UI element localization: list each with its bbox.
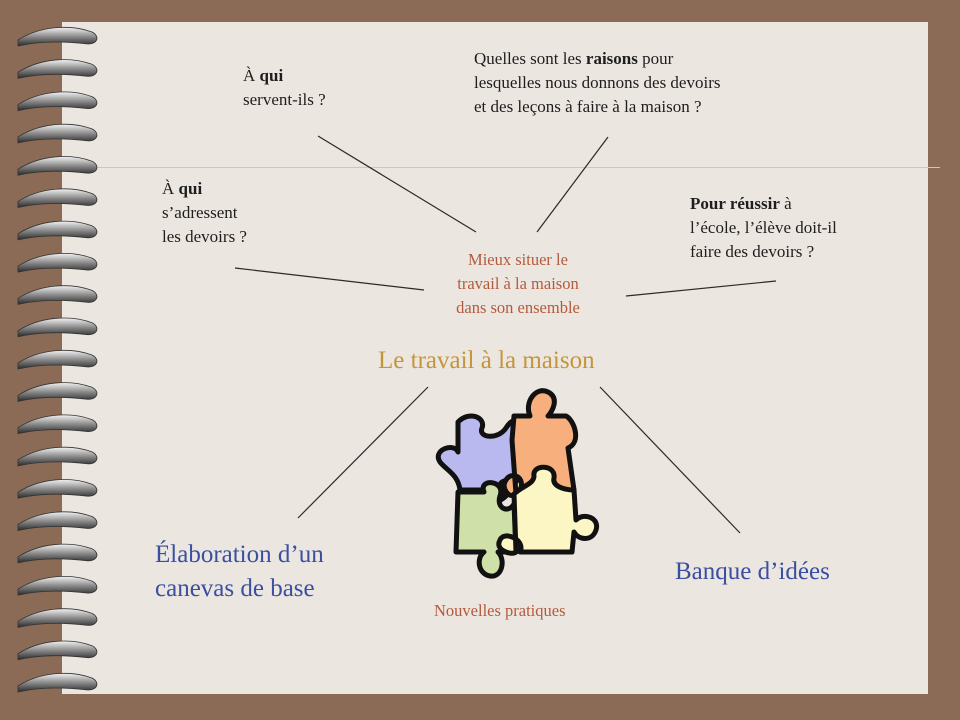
spiral-coil [17, 576, 98, 596]
spiral-coil [17, 123, 98, 144]
question-raisons: Quelles sont les raisons pour lesquelles… [474, 49, 721, 116]
spiral-coil [17, 673, 98, 693]
question-adressent: À qui s’adressent les devoirs ? [162, 179, 247, 246]
spiral-coil [17, 253, 98, 273]
page-rule-line [90, 167, 940, 168]
center-note: Mieux situer le travail à la maison dans… [456, 250, 580, 317]
spiral-coil [17, 414, 98, 435]
spiral-coil [17, 220, 98, 241]
branch-banque: Banque d’idées [675, 558, 830, 585]
central-title: Le travail à la maison [378, 347, 595, 374]
question-reussir: Pour réussir à l’école, l’élève doit-il … [690, 194, 837, 261]
spiral-binding-icon [17, 27, 98, 693]
spiral-coil [17, 59, 98, 79]
spiral-coil [17, 446, 98, 467]
branch-elaboration: Élaboration d’un canevas de base [155, 541, 324, 602]
spiral-coil [17, 91, 98, 112]
spiral-coil [17, 188, 98, 209]
spiral-coil [17, 350, 98, 370]
spiral-coil [17, 511, 98, 532]
spiral-coil [17, 382, 98, 402]
question-servent: À qui servent-ils ? [243, 66, 326, 109]
spiral-coil [17, 285, 98, 305]
spiral-coil [17, 640, 98, 661]
spiral-coil [17, 156, 98, 176]
spiral-coil [17, 317, 98, 338]
branch-nouvelles: Nouvelles pratiques [434, 601, 566, 620]
notebook-page [62, 22, 928, 694]
spiral-coil [17, 543, 98, 564]
spiral-coil [17, 479, 98, 499]
spiral-coil [17, 27, 98, 47]
spiral-coil [17, 608, 98, 628]
